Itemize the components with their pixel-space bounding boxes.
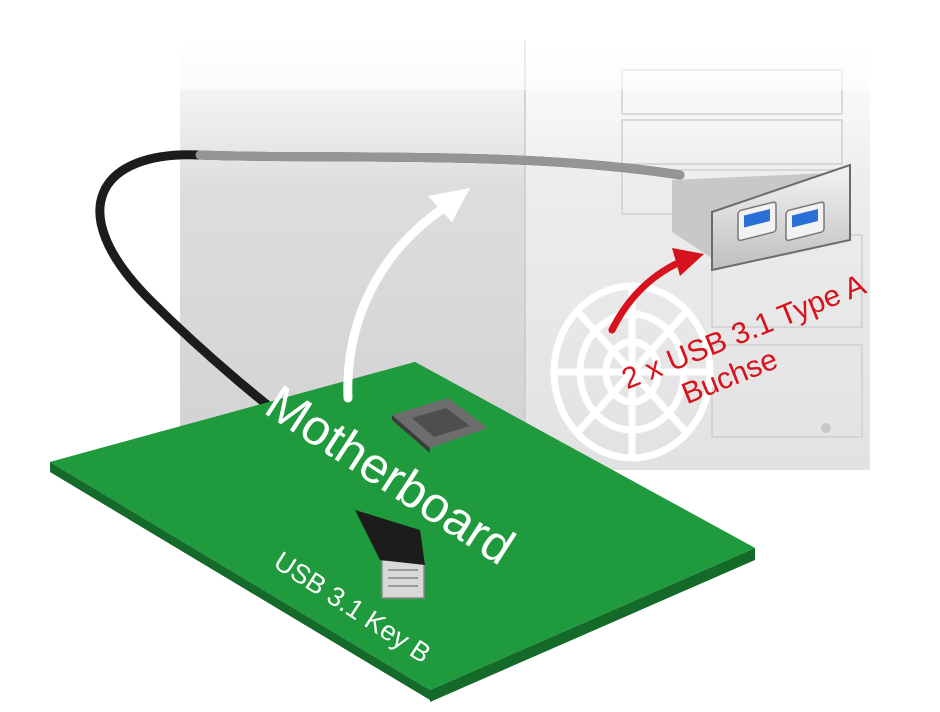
curved-arrow-icon	[343, 188, 470, 403]
usb-port-icon-2	[785, 201, 825, 242]
pc-case-side	[180, 40, 525, 470]
usb-keyb-connector	[355, 510, 425, 599]
motherboard: Motherboard USB 3.1 Key B	[50, 362, 755, 702]
usb-bracket	[672, 163, 851, 272]
fan-grille-icon	[550, 282, 714, 462]
chip	[392, 398, 488, 453]
usb-port-icon	[737, 201, 777, 242]
usb-bracket-plate	[711, 163, 851, 272]
red-arrow-icon	[608, 248, 704, 334]
